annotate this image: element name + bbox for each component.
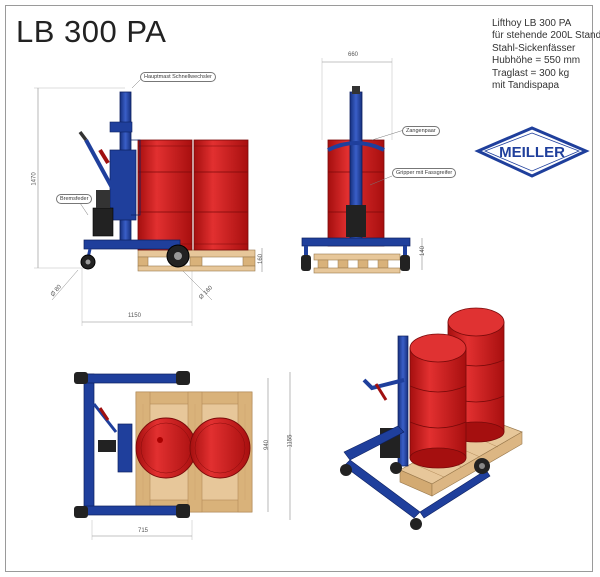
spec-line: Stahl-Sickenfässer bbox=[492, 42, 576, 54]
drum bbox=[409, 333, 467, 469]
drum bbox=[189, 417, 251, 479]
front-view bbox=[301, 58, 423, 274]
spec-line: mit Tandispapa bbox=[492, 80, 560, 92]
spec-line: Hubhöhe = 550 mm bbox=[492, 55, 581, 67]
side-view bbox=[34, 77, 263, 326]
dimension-label: 140 bbox=[420, 245, 427, 257]
drum bbox=[193, 139, 249, 251]
callout-label: Gripper mit Fassgreifer bbox=[392, 168, 457, 178]
callout-label: Hauptmast Schnellwechsler bbox=[140, 72, 216, 82]
spec-block: Lifthoy LB 300 PA für stehende 200L Stan… bbox=[492, 18, 600, 92]
dimension-label: 715 bbox=[138, 528, 149, 534]
meiller-logo: MEILLER bbox=[474, 126, 590, 178]
dimension-label: 160 bbox=[258, 253, 265, 265]
callout-label: Zangenpaar bbox=[402, 126, 440, 136]
logo-text: MEILLER bbox=[499, 144, 565, 161]
spec-line: Traglast = 300 kg bbox=[492, 67, 570, 79]
dimension-label: 1155 bbox=[287, 434, 294, 448]
dimension-label: 660 bbox=[348, 52, 359, 58]
dimension-label: 1470 bbox=[31, 172, 38, 186]
spec-line: für stehende 200L Standard bbox=[492, 30, 600, 42]
top-view bbox=[74, 371, 291, 540]
dimension-label: 940 bbox=[264, 439, 271, 451]
drum bbox=[135, 417, 197, 479]
spec-line: Lifthoy LB 300 PA bbox=[492, 18, 572, 29]
drawing-frame bbox=[5, 5, 593, 572]
drawing-title: LB 300 PA bbox=[16, 14, 167, 49]
dimension-label: 1150 bbox=[128, 313, 141, 319]
isometric-view bbox=[340, 307, 523, 530]
drum bbox=[137, 139, 193, 251]
callout-label: Bremsfeder bbox=[56, 194, 93, 204]
